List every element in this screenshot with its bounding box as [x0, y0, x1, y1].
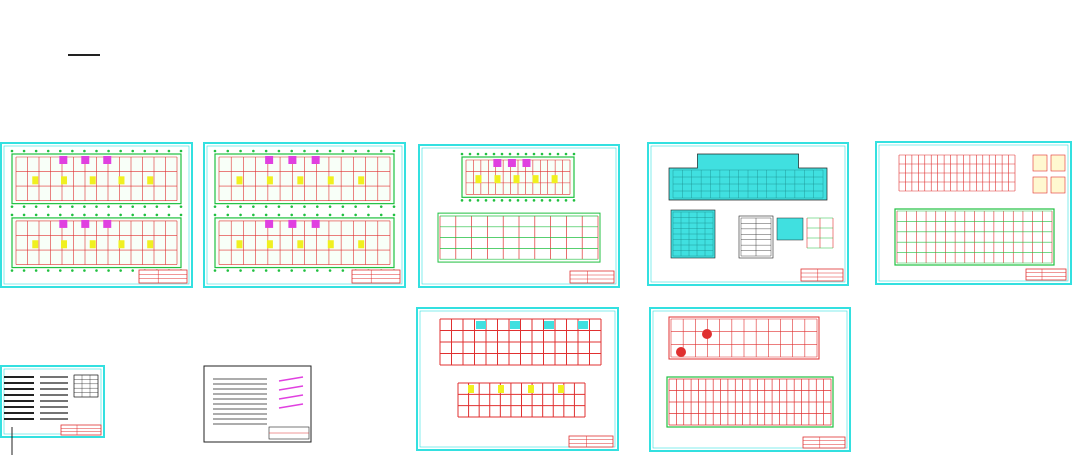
sheet-structure-sheet-a[interactable]: [875, 141, 1072, 285]
sheet-structure-sheet-b[interactable]: [416, 307, 619, 451]
sheet-notes-sheet-a[interactable]: [0, 365, 105, 455]
sheet-floor-plan-1[interactable]: [0, 142, 193, 288]
sheet-floor-plan-2[interactable]: [203, 142, 406, 288]
sheet-plan-and-grid[interactable]: [418, 144, 620, 288]
sheet-notes-sheet-b[interactable]: [203, 365, 312, 443]
sheet-elevation-sheet[interactable]: [647, 142, 849, 286]
scale-bar: [68, 54, 100, 56]
sheet-structure-sheet-c[interactable]: [649, 307, 851, 452]
